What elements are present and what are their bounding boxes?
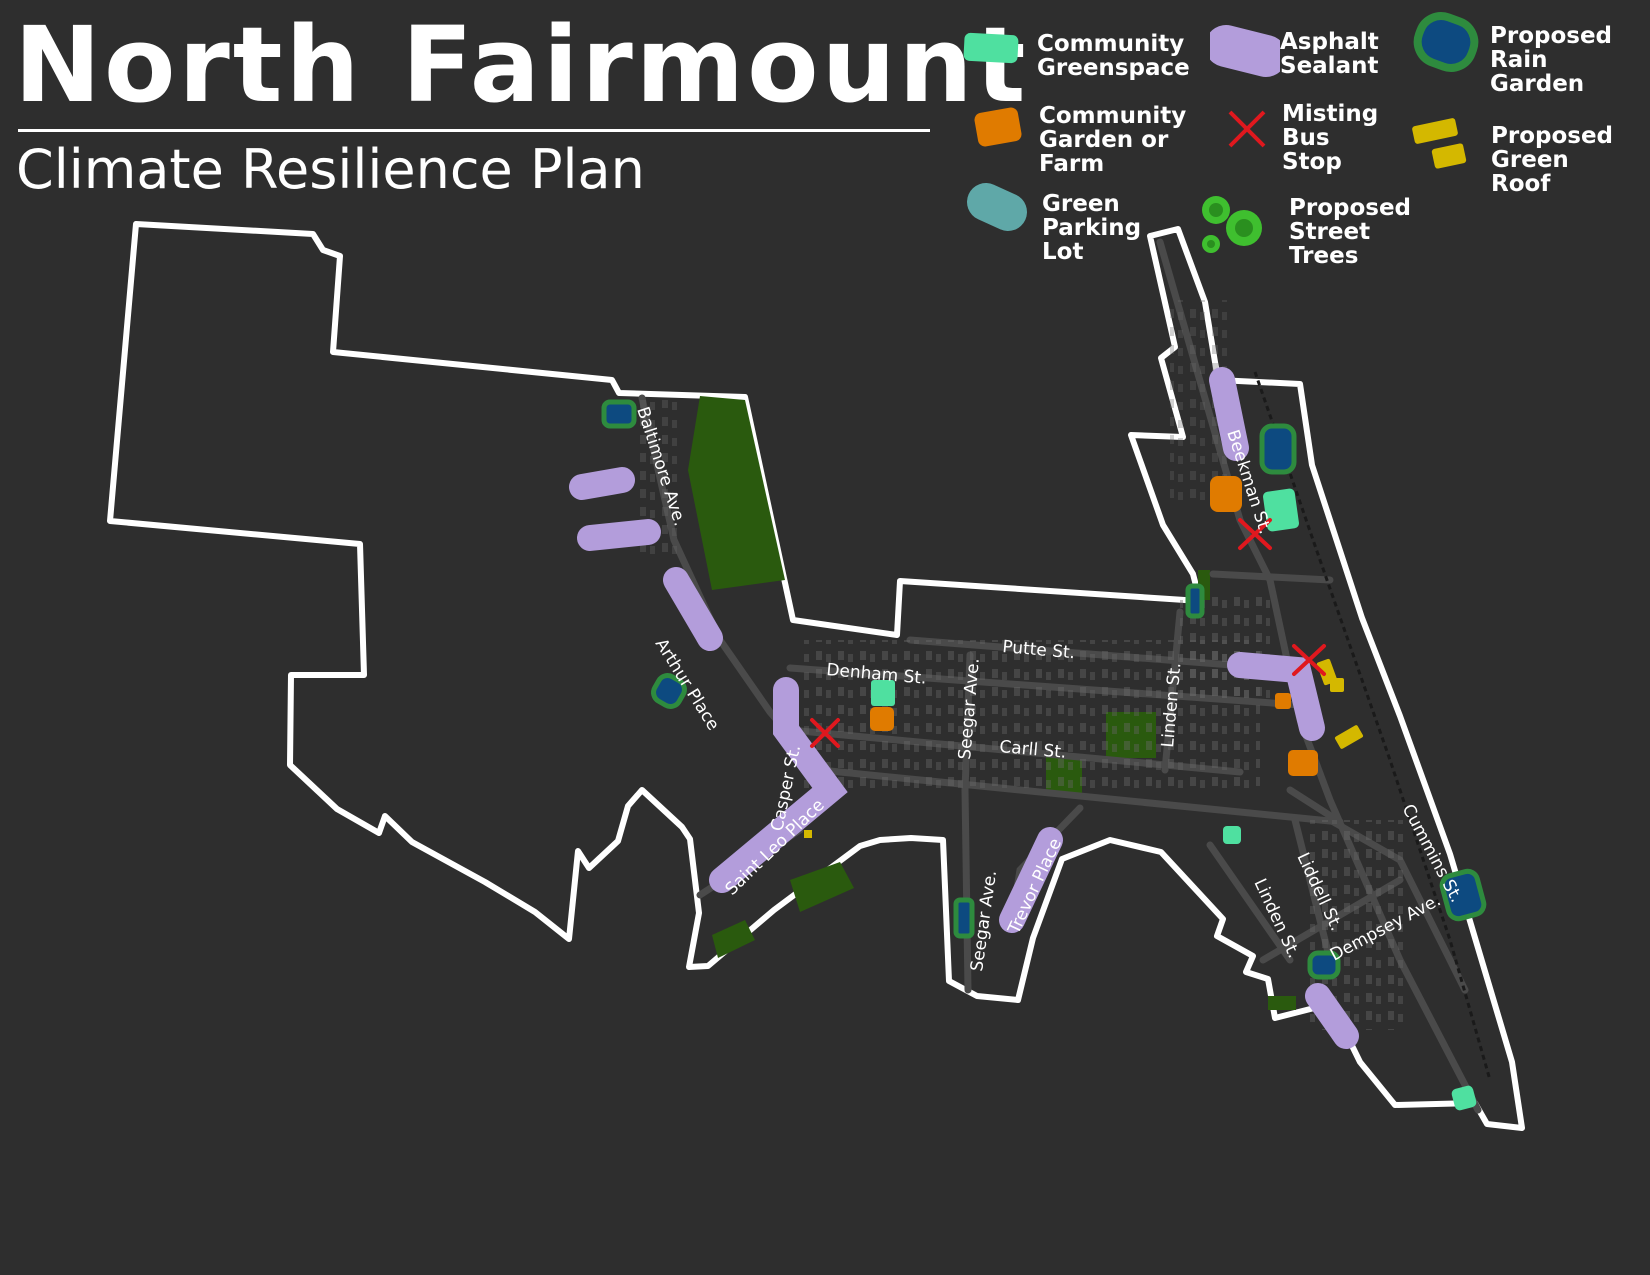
legend-misting-bus-stop: Misting Bus Stop <box>1282 101 1379 175</box>
rain-garden-sites <box>601 399 1487 980</box>
street-trees-swatch <box>1202 196 1262 253</box>
rail-line <box>1253 371 1492 1081</box>
legend-street-trees: Proposed Street Trees <box>1289 195 1412 269</box>
bus-stop-swatch <box>1228 110 1266 148</box>
map-title: North Fairmount <box>14 4 1029 126</box>
legend-community-garden: Community Garden or Farm <box>1039 103 1187 177</box>
green-roof-swatch <box>1412 118 1467 169</box>
legend-green-roof: Proposed Green Roof <box>1491 123 1614 197</box>
legend-rain-garden: Proposed Rain Garden <box>1490 23 1613 97</box>
park-area <box>790 862 854 912</box>
legend-asphalt-sealant: Asphalt Sealant <box>1280 29 1379 79</box>
green-roof-sites <box>804 658 1364 838</box>
title-divider <box>18 129 930 132</box>
asphalt-sealant-swatch <box>1210 25 1280 77</box>
community-garden-sites <box>870 476 1318 776</box>
greenspace-swatch <box>963 32 1019 64</box>
legend-community-greenspace: Community Greenspace <box>1037 31 1190 81</box>
community-garden-swatch <box>974 107 1022 147</box>
park-area <box>1268 996 1296 1010</box>
park-area <box>712 920 755 958</box>
rain-garden-swatch <box>1413 12 1479 72</box>
community-greenspace-sites <box>871 488 1477 1111</box>
asphalt-sealant-sites <box>569 367 1359 1049</box>
green-parking-swatch <box>967 183 1027 231</box>
park-area <box>688 396 785 590</box>
misting-bus-stops <box>810 518 1326 748</box>
legend-green-parking: Green Parking Lot <box>1042 191 1142 265</box>
map-subtitle: Climate Resilience Plan <box>16 138 645 201</box>
